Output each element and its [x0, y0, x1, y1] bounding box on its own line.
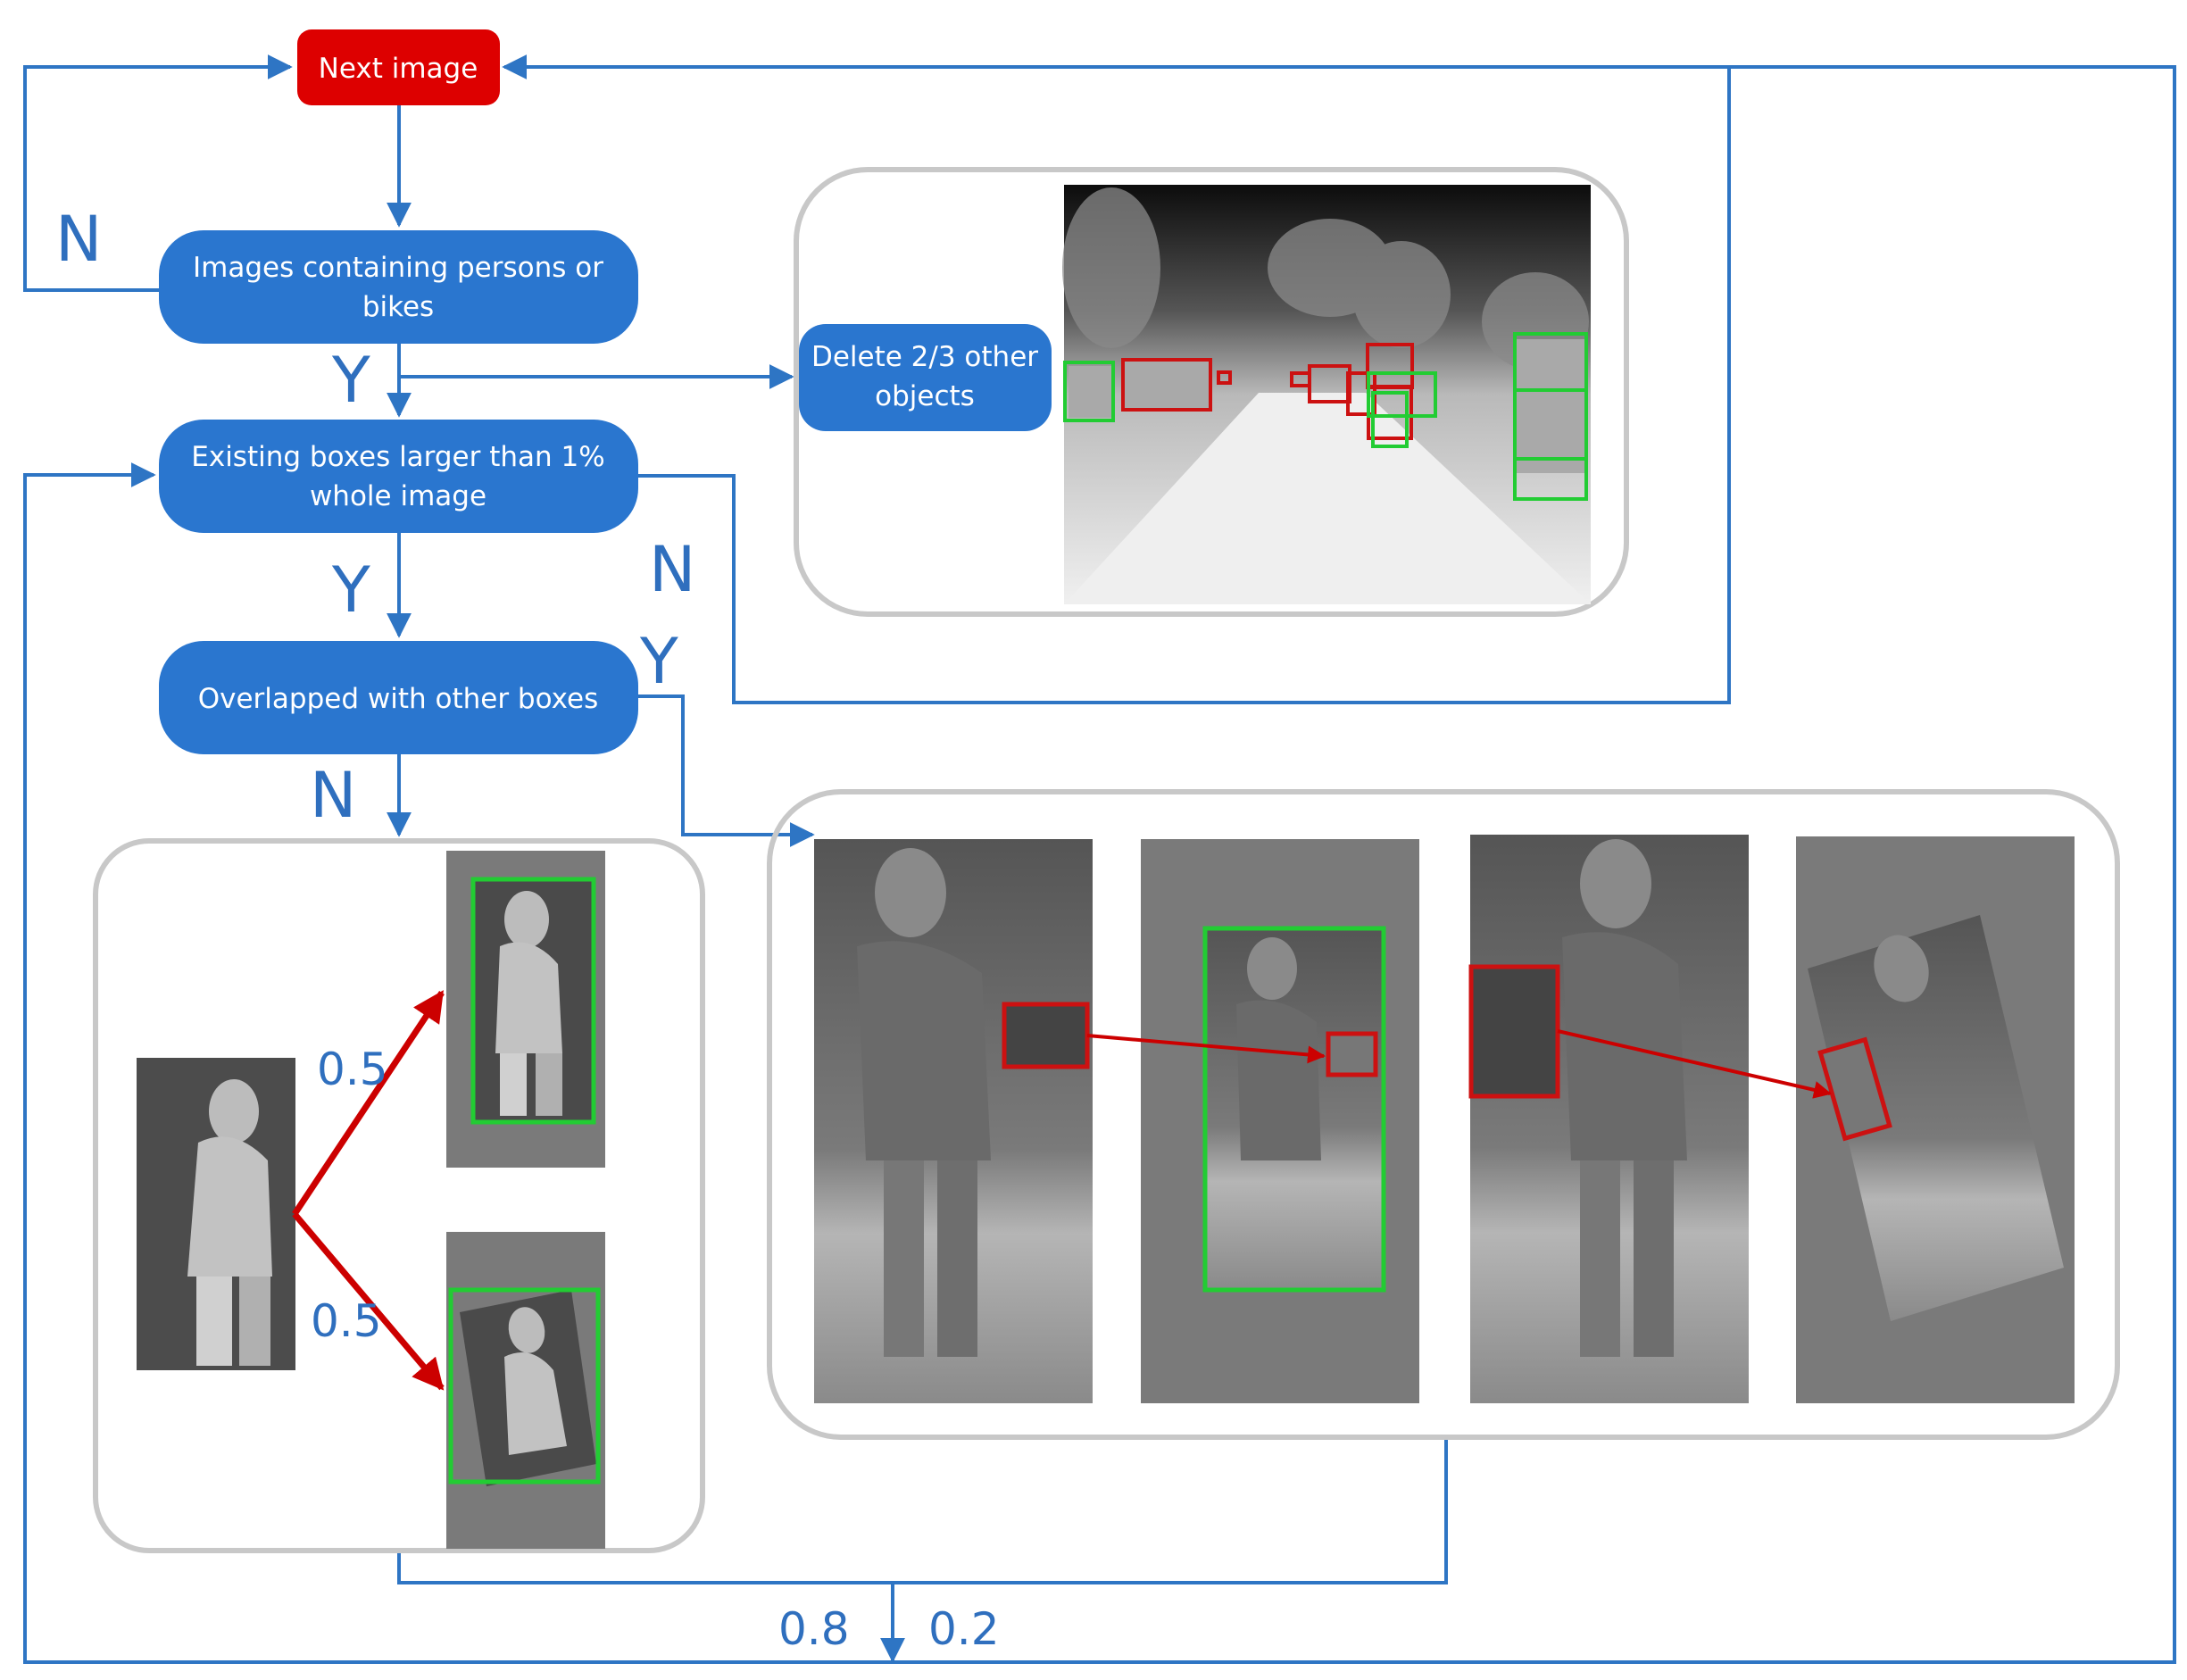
label-overlap-yes: Y [639, 625, 678, 698]
edge-outer-loop-left [23, 462, 893, 1664]
edge-labels: N Y Y N Y N [55, 203, 695, 832]
edge-larger-no-loop [502, 54, 1731, 704]
delete-objects-line1: Delete 2/3 other [811, 341, 1038, 373]
boxes-larger-line1: Existing boxes larger than 1% [191, 441, 604, 473]
label-larger-no: N [649, 533, 695, 606]
person-crop-original [137, 1058, 295, 1370]
edge-persons-no-loop [23, 54, 293, 292]
person-crop-flipped [446, 851, 605, 1168]
pedestrian-original-a [814, 839, 1093, 1403]
paste-arrows [1086, 1029, 1832, 1099]
node-overlapped: Overlapped with other boxes [159, 641, 638, 754]
pedestrian-rotated [1796, 836, 2075, 1403]
prob-rotate: 0.5 [311, 1295, 382, 1347]
flow-lines [23, 54, 2176, 1664]
panel-single-person: 0.5 0.5 [93, 838, 705, 1553]
boxes-larger-line2: whole image [310, 480, 486, 512]
node-contains-persons: Images containing persons or bikes [159, 230, 638, 344]
label-persons-yes: Y [331, 344, 370, 417]
node-next-image: Next image [297, 29, 500, 105]
node-boxes-larger: Existing boxes larger than 1% whole imag… [159, 420, 638, 533]
delete-objects-line2: objects [875, 380, 975, 412]
person-crop-rotated [446, 1232, 605, 1549]
pedestrian-original-b [1468, 835, 1749, 1403]
green-boxes [1063, 332, 1588, 501]
contains-persons-line2: bikes [362, 291, 434, 323]
edge-overlap-yes [638, 694, 815, 847]
contains-persons-line1: Images containing persons or [193, 252, 603, 284]
thermal-road-scene-image [1062, 185, 1591, 604]
prob-flip: 0.5 [317, 1044, 388, 1095]
edge-outer-loop-right [893, 65, 2176, 1664]
label-larger-yes: Y [331, 553, 370, 627]
prob-left-merge: 0.8 [778, 1603, 850, 1655]
overlapped-label: Overlapped with other boxes [198, 683, 599, 715]
prob-right-merge: 0.2 [928, 1603, 1000, 1655]
panel-overlap-pedestrian [767, 789, 2120, 1440]
label-overlap-no: N [310, 759, 356, 832]
label-persons-no: N [55, 203, 102, 276]
augment-branch-arrows [292, 990, 445, 1391]
pedestrian-pasted [1141, 839, 1419, 1403]
node-delete-objects: Delete 2/3 other objects [799, 324, 1052, 431]
panel-road-scene [794, 167, 1629, 617]
edge-left-panel-down [397, 1440, 1448, 1584]
next-image-label: Next image [319, 53, 478, 85]
